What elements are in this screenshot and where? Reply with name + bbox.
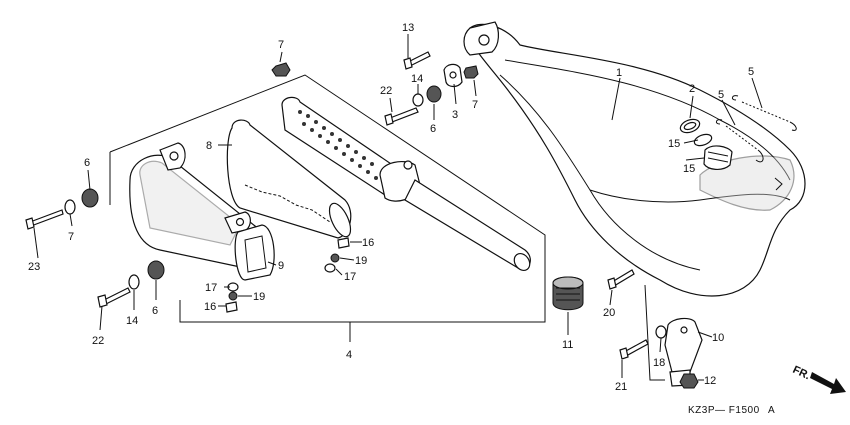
part-label-17b: 17 (205, 282, 217, 294)
part-label-5a: 5 (748, 66, 754, 78)
part-label-14b: 14 (411, 73, 423, 85)
part-label-11: 11 (562, 339, 573, 351)
part-label-22b: 22 (92, 335, 104, 347)
part-label-21: 21 (615, 381, 627, 393)
part-label-20: 20 (603, 307, 615, 319)
part-label-4: 4 (346, 349, 352, 361)
part-label-6a: 6 (84, 157, 90, 169)
part-label-17a: 17 (344, 271, 356, 283)
exhaust-springs (715, 95, 797, 163)
leader-lines (33, 34, 763, 381)
part-label-16a: 16 (362, 237, 374, 249)
part-label-10: 10 (712, 332, 724, 344)
assembly-4-outline (109, 74, 546, 342)
part-label-18: 18 (653, 357, 665, 369)
diagram-revision-label: A (768, 405, 775, 416)
part-label-7b: 7 (278, 39, 284, 51)
exhaust-gaskets (679, 118, 733, 170)
part-labels: 1 2 3 4 5 5 6 6 6 7 7 7 8 9 10 11 12 13 … (28, 22, 754, 393)
part-label-6b: 6 (152, 305, 158, 317)
hardware-fasteners (25, 51, 699, 389)
part-label-19a: 19 (355, 255, 367, 267)
part-label-3: 3 (452, 109, 458, 121)
part-label-5b: 5 (718, 89, 724, 101)
diagram-code: KZ3P— F1500 A (688, 405, 775, 416)
part-label-15a: 15 (668, 138, 680, 150)
chamber-bracket (644, 284, 703, 387)
front-direction-indicator: FR. (791, 364, 846, 394)
part-label-13: 13 (402, 22, 414, 34)
silencer-band (234, 224, 275, 281)
part-label-7a: 7 (68, 231, 74, 243)
part-label-7c: 7 (472, 99, 478, 111)
expansion-chamber (463, 21, 806, 297)
silencer-packing (226, 119, 352, 239)
part-label-6c: 6 (430, 123, 436, 135)
front-direction-label: FR. (791, 364, 812, 382)
rubber-mount (552, 276, 584, 311)
part-label-16b: 16 (204, 301, 216, 313)
part-label-1: 1 (616, 67, 622, 79)
front-arrow-icon (810, 372, 846, 394)
part-label-2: 2 (689, 83, 695, 95)
part-label-12: 12 (704, 375, 716, 387)
diagram-code-label: KZ3P— F1500 (688, 405, 760, 416)
part-label-15b: 15 (683, 163, 695, 175)
part-label-8: 8 (206, 140, 212, 152)
silencer-core-pipe (281, 96, 531, 271)
part-label-23: 23 (28, 261, 40, 273)
silencer-body (129, 142, 268, 269)
part-label-9: 9 (278, 260, 284, 272)
part-label-22a: 22 (380, 85, 392, 97)
part-label-14a: 14 (126, 315, 138, 327)
part-label-19b: 19 (253, 291, 265, 303)
